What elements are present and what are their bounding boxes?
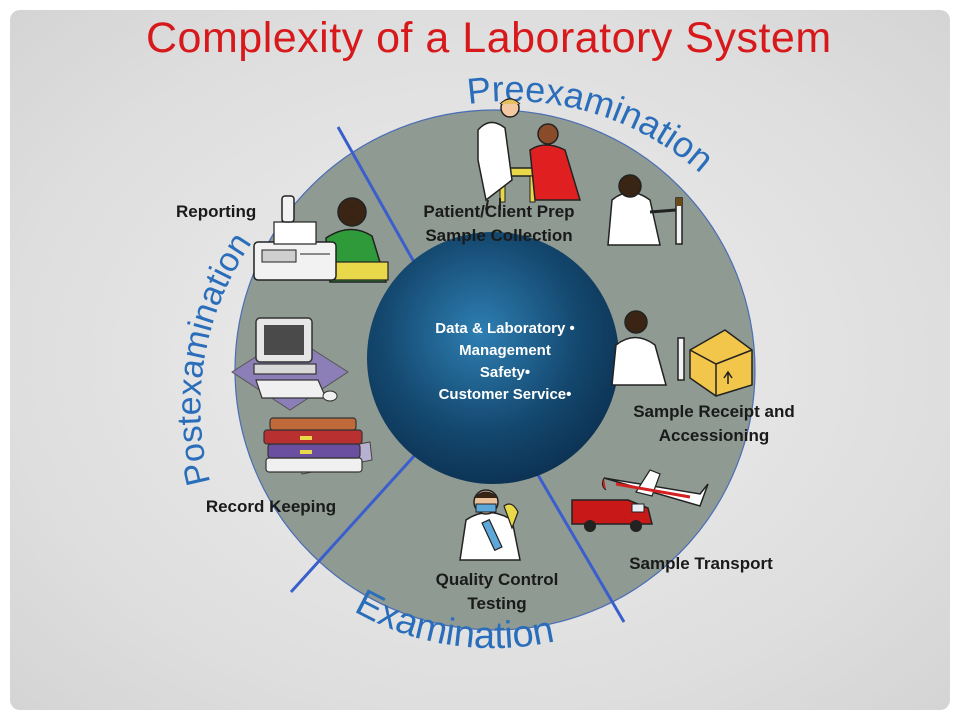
label-patient-prep: Patient/Client Prep Sample Collection bbox=[401, 200, 597, 248]
divider-line-top bbox=[336, 126, 425, 279]
center-circle bbox=[367, 232, 619, 484]
computer-icon bbox=[231, 317, 349, 411]
label-sample-collection: Sample Collection bbox=[425, 226, 573, 245]
center-line-management: Management bbox=[459, 342, 551, 359]
label-sample-receipt: Sample Receipt and Accessioning bbox=[605, 400, 823, 448]
center-line-safety: Safety• bbox=[479, 364, 531, 381]
label-sample-receipt-line1: Sample Receipt and bbox=[633, 402, 795, 421]
center-line-customer-service: Customer Service• bbox=[438, 386, 572, 403]
label-accessioning: Accessioning bbox=[658, 426, 770, 445]
label-reporting: Reporting bbox=[176, 202, 257, 221]
label-record-keeping: Record Keeping bbox=[205, 497, 337, 516]
transport-icon bbox=[571, 469, 709, 532]
books-icon bbox=[263, 417, 373, 475]
page-title: Complexity of a Laboratory System bbox=[146, 14, 832, 62]
center-line-data-management: Data & Laboratory • bbox=[435, 320, 575, 337]
label-quality-control: Quality Control Testing bbox=[412, 568, 582, 616]
divider-line-left bbox=[289, 453, 417, 594]
label-quality-control-line1: Quality Control bbox=[435, 570, 559, 589]
quality-control-technician-icon bbox=[459, 489, 521, 561]
fax-machine-icon bbox=[253, 195, 389, 283]
scientist-package-icon bbox=[611, 310, 753, 397]
scientist-test-tube-icon bbox=[607, 174, 683, 246]
label-patient-prep-line1: Patient/Client Prep bbox=[423, 202, 575, 221]
label-testing: Testing bbox=[467, 594, 527, 613]
center-circle-text: Data & Laboratory • Management Safety• C… bbox=[400, 318, 610, 406]
patient-nurse-icon bbox=[477, 98, 582, 211]
label-sample-transport: Sample Transport bbox=[629, 554, 773, 573]
divider-line-right bbox=[536, 474, 626, 623]
